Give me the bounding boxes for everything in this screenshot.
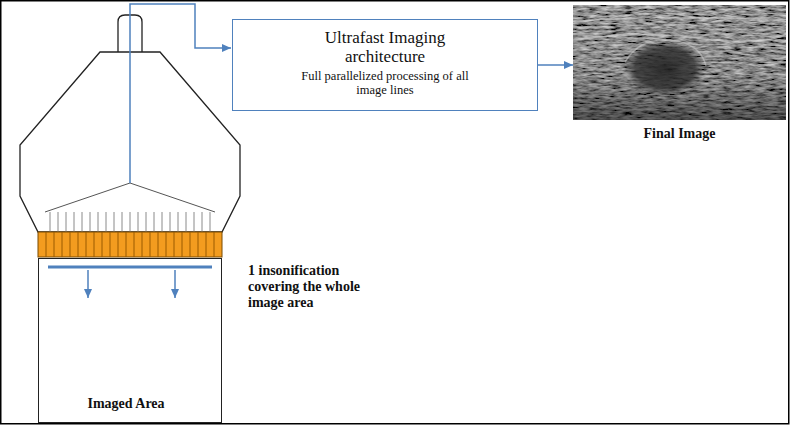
ultrasound-image: Final Image [573,5,786,120]
process-box: Ultrafast Imaging architectureFull paral… [232,19,538,111]
annotation-label: 1 insonification covering the whole imag… [248,263,386,311]
node-title: Ultrafast Imaging architecture [290,28,480,66]
imaged-area-box: Imaged Area [38,258,222,423]
node-title: Imaged Area [39,396,213,412]
node-title: Final Image [563,126,791,142]
node-body: Full parallelized processing of all imag… [293,69,478,98]
flow-arrow [538,64,573,66]
